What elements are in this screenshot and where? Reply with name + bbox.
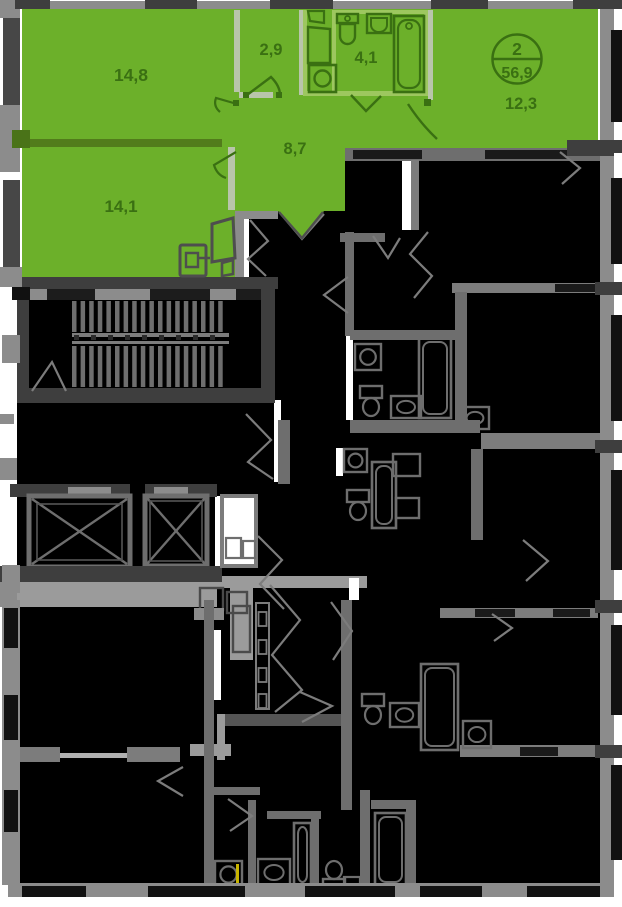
svg-text:2,9: 2,9 xyxy=(260,41,283,59)
svg-text:14,1: 14,1 xyxy=(104,197,137,216)
svg-text:14,8: 14,8 xyxy=(114,65,148,85)
svg-text:4,1: 4,1 xyxy=(355,49,378,67)
svg-text:2: 2 xyxy=(512,39,522,59)
svg-text:8,7: 8,7 xyxy=(284,140,307,158)
svg-text:56,9: 56,9 xyxy=(501,65,532,82)
svg-text:12,3: 12,3 xyxy=(505,95,537,113)
